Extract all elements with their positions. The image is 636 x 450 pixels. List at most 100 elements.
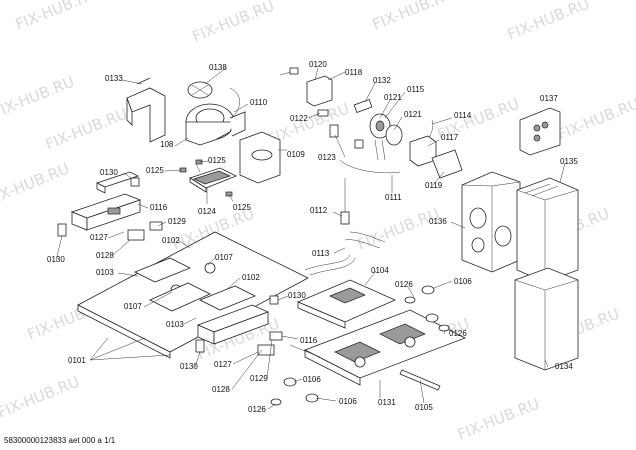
part-0130-bar [269,295,279,305]
part-0131-lamp-plate [304,309,466,386]
part-0128-switch [257,344,275,356]
part-0116-panel [196,304,270,345]
part-0117-module [409,135,437,167]
label-0113: 0113 [312,249,330,258]
label-108: 108 [160,140,174,149]
part-0104-board [296,279,396,329]
watermark: FIX-HUB.RU [190,0,277,46]
label-0115: 0115 [407,85,425,94]
part-0109-plate [239,131,281,184]
part-0133-bracket [126,77,166,143]
part-0127-clip [57,223,67,237]
label-0101: 0101 [68,356,86,365]
label-0103: 0103 [166,320,184,329]
part-0115-motor [329,113,403,161]
label-0133: 0133 [105,74,123,83]
watermark: FIX-HUB.RU [0,373,82,422]
part-108-blower [185,103,246,146]
label-0129: 0129 [168,217,186,226]
label-0136: 0136 [429,217,447,226]
label-0126: 0126 [248,405,266,414]
part-0134-chimney [514,267,579,371]
label-0137: 0137 [540,94,558,103]
label-0121: 0121 [384,93,402,102]
label-0129: 0129 [250,374,268,383]
watermark: FIX-HUB.RU [355,205,442,254]
label-0131: 0131 [378,398,396,407]
label-0128: 0128 [212,385,230,394]
part-0127-clip [195,339,205,353]
label-0106: 0106 [303,375,321,384]
part-0101-hood-plate [77,231,309,359]
label-0127: 0127 [214,360,232,369]
label-0110: 0110 [250,98,268,107]
label-0132: 0132 [373,76,391,85]
watermark: FIX-HUB.RU [0,73,77,122]
label-0114: 0114 [454,111,472,120]
watermark: FIX-HUB.RU [370,0,457,34]
part-0136-frame [461,171,521,273]
watermark: FIX-HUB.RU [43,105,130,154]
part-0126-lamp-holder [270,296,450,406]
part-labels: 0133 0138 0120 0118 0132 0115 0121 0121 … [47,60,578,414]
label-0102: 0102 [162,236,180,245]
label-0123: 0123 [318,153,336,162]
watermark: FIX-HUB.RU [0,160,72,209]
label-0112: 0112 [310,206,328,215]
label-0107: 0107 [124,302,142,311]
watermark: FIX-HUB.RU [555,95,636,144]
label-0128: 0128 [96,251,114,260]
part-0110-cable [229,87,240,119]
label-0104: 0104 [371,266,389,275]
label-0127: 0127 [90,233,108,242]
part-0111-cable [339,159,401,174]
label-0125: 0125 [233,203,251,212]
part-0125-clip [225,191,233,197]
label-0122: 0122 [290,114,308,123]
label-0105: 0105 [415,403,433,412]
label-0119: 0119 [425,181,443,190]
part-0122-plug [279,67,329,117]
label-0138: 0138 [209,63,227,72]
label-0135: 0135 [560,157,578,166]
part-0112-connector [340,211,350,225]
label-0109: 0109 [287,150,305,159]
label-0117: 0117 [441,133,459,142]
label-0130: 0130 [100,168,118,177]
part-0129-switch [149,221,163,231]
label-0130: 0130 [180,362,198,371]
part-0137-control [519,107,561,156]
label-0125: 0125 [208,156,226,165]
label-0120: 0120 [309,60,327,69]
part-0128-switch [127,229,145,241]
label-0124: 0124 [198,207,216,216]
part-0120-box [306,75,333,107]
label-0103: 0103 [96,268,114,277]
part-0129-switch [269,331,283,341]
label-0107: 0107 [215,253,233,262]
label-0106: 0106 [339,397,357,406]
label-0130: 0130 [288,291,306,300]
watermark: FIX-HUB.RU [13,0,100,34]
watermark: FIX-HUB.RU [455,395,542,444]
label-0118: 0118 [345,68,363,77]
part-0138-ring [187,81,213,99]
label-0134: 0134 [555,362,573,371]
leader-lines [55,67,566,410]
label-0102: 0102 [242,273,260,282]
label-0111: 0111 [385,193,402,202]
label-0125: 0125 [146,166,164,175]
part-0116-panel [70,193,142,231]
label-0106: 0106 [454,277,472,286]
watermark: FIX-HUB.RU [505,0,592,44]
document-footer: 58300000123833 aet 000 a 1/1 [4,436,116,445]
label-0121: 0121 [404,110,422,119]
label-0116: 0116 [300,336,318,345]
part-0119-panel [431,149,463,179]
label-0116: 0116 [150,203,168,212]
label-0130: 0130 [47,255,65,264]
label-0126: 0126 [395,280,413,289]
part-0113-cable [304,231,386,276]
part-0132-tube [353,98,373,114]
